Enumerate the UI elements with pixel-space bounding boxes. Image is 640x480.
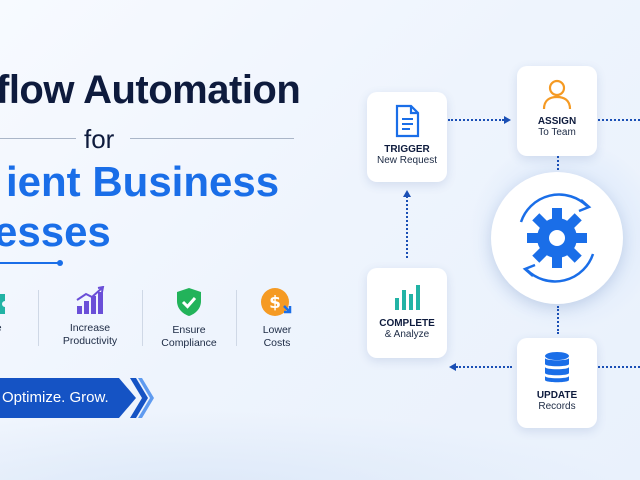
benefit-label-2: Productivity [62,335,118,347]
connector-trigger-assign [448,119,504,121]
connector-hub-update [557,306,559,334]
bar-growth-icon [76,286,105,314]
headline-line-1: flow Automation [0,68,301,112]
benefit-label-1: Ensure [172,324,206,336]
connector-assign-right [598,119,640,121]
divider-left [0,138,76,139]
connector-update-right [598,366,640,368]
document-icon [395,104,420,138]
node-title: ASSIGN [537,116,577,127]
headline-line-4: esses [0,208,111,255]
benefit-separator [142,290,143,346]
benefit-label-1: ce [0,322,44,335]
benefit-label-2: rs [0,335,44,348]
node-title: UPDATE [536,390,578,401]
headline-line-3: ient Business [6,158,280,205]
arrow-right-icon [504,116,511,124]
workflow-node-trigger: TRIGGER New Request [367,92,447,182]
connector-update-complete [456,366,512,368]
benefit-item: Ensure Compliance [141,286,237,350]
node-title: COMPLETE [379,318,435,329]
node-title: TRIGGER [384,144,430,155]
arrow-up-icon [403,190,411,197]
workflow-hub [491,172,623,304]
benefit-item: ce rs [0,286,44,348]
shield-check-icon [177,288,201,316]
slogan-text: Optimize. Grow. [2,389,109,406]
node-subtitle: New Request [376,155,438,166]
benefit-label-1: Increase [69,322,111,334]
puzzle-icon [0,294,5,314]
workflow-node-assign: ASSIGN To Team [517,66,597,156]
gear-cycle-icon [519,193,595,283]
bar-chart-icon [395,285,420,310]
database-icon [545,352,569,383]
benefit-label-2: Compliance [161,337,217,349]
benefit-item: $ Lower Costs [229,286,325,350]
benefit-separator [236,290,237,346]
arrow-left-icon [449,363,456,371]
person-icon [542,79,572,110]
dollar-coin-icon: $ [261,288,292,316]
benefit-label-1: Lower [262,324,292,336]
headline-line-2: for [84,124,115,154]
node-subtitle: Records [538,401,576,412]
node-subtitle: To Team [538,127,576,138]
benefit-separator [38,290,39,346]
slogan-banner: Optimize. Grow. [0,378,136,418]
connector-assign-hub [557,156,559,170]
workflow-node-complete: COMPLETE & Analyze [367,268,447,358]
benefit-item: Increase Productivity [42,286,138,348]
headline-underline [0,260,63,266]
divider-right [130,138,294,139]
svg-text:$: $ [269,293,281,313]
node-subtitle: & Analyze [384,329,430,340]
chevron-right-icon [130,378,154,418]
connector-complete-trigger [406,196,408,258]
benefit-label-2: Costs [263,337,291,349]
workflow-node-update: UPDATE Records [517,338,597,428]
